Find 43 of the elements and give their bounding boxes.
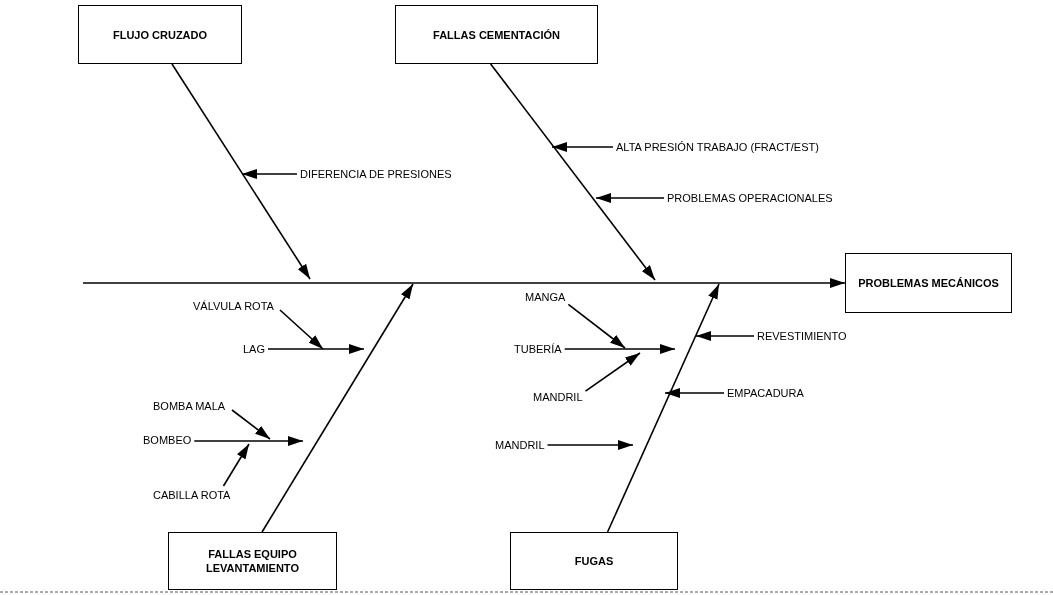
cause-label: PROBLEMAS OPERACIONALES [667, 192, 833, 205]
arrow [664, 388, 725, 398]
cause-label: CABILLA ROTA [153, 489, 231, 502]
cause-label: MANGA [525, 291, 566, 304]
cause-label: VÁLVULA ROTA [193, 300, 274, 313]
category-box [168, 532, 337, 590]
category-box [510, 532, 678, 590]
category-label: PROBLEMAS MECÁNICOS [858, 276, 999, 290]
arrow [193, 436, 304, 446]
category-box [845, 253, 1012, 313]
cause-label: EMPACADURA [727, 387, 804, 400]
category-label: FALLAS EQUIPO LEVANTAMIENTO [205, 547, 300, 575]
cause-label: BOMBA MALA [153, 400, 226, 413]
arrow [551, 142, 614, 152]
arrow [584, 352, 641, 392]
arrow [82, 278, 846, 288]
cause-label: ALTA PRESIÓN TRABAJO (FRACT/EST) [616, 141, 819, 154]
arrow [489, 63, 656, 281]
arrow [279, 309, 324, 350]
arrow [267, 344, 365, 354]
category-label: FLUJO CRUZADO [112, 27, 208, 42]
category-label: FALLAS CEMENTACIÓN [433, 27, 560, 42]
cause-label: MANDRIL [533, 391, 583, 404]
arrow [695, 331, 755, 341]
category-label: FUGAS [574, 554, 614, 568]
category-box [78, 5, 242, 64]
cause-label: TUBERÍA [514, 343, 562, 356]
cause-label: MANDRIL [495, 439, 545, 452]
arrow [606, 283, 720, 533]
cause-label: REVESTIMIENTO [757, 330, 847, 343]
arrow [563, 344, 676, 354]
arrow [231, 409, 271, 440]
arrow [546, 440, 634, 450]
arrow [595, 193, 665, 203]
arrow [261, 283, 414, 533]
arrow [171, 63, 311, 280]
arrow [567, 303, 626, 349]
category-box [395, 5, 598, 64]
cause-label: BOMBEO [143, 434, 192, 447]
arrow [222, 443, 250, 487]
cause-label: DIFERENCIA DE PRESIONES [300, 168, 452, 181]
arrow [241, 169, 298, 179]
cause-label: LAG [243, 343, 265, 356]
